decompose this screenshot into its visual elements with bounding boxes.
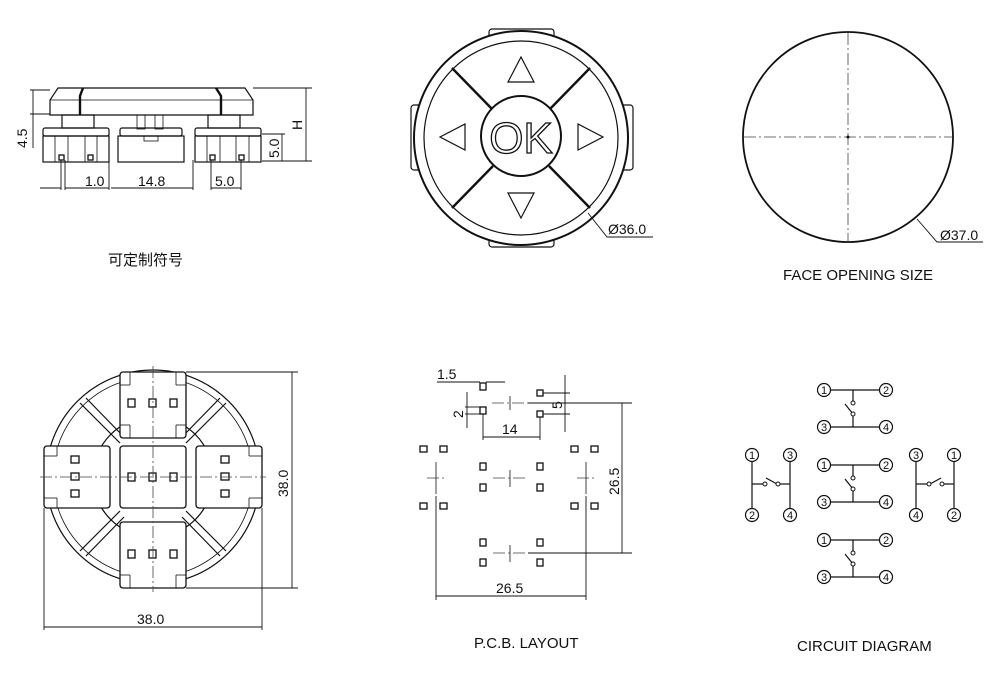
dim-bottom-width: 38.0: [137, 611, 164, 627]
dim-pad-width: 1.5: [437, 366, 457, 382]
svg-text:3: 3: [913, 450, 919, 462]
switch-body-right: [194, 127, 262, 163]
svg-text:3: 3: [787, 450, 793, 462]
arrow-down-icon: [507, 192, 535, 220]
circuit-switch-left: 1 3 2 4: [744, 447, 798, 523]
arrow-up-icon: [507, 55, 535, 83]
front-view: OK Ø36.0: [410, 28, 653, 248]
switch-body-left: [42, 127, 110, 163]
face-opening: Ø37.0 FACE OPENING SIZE: [742, 31, 983, 284]
circuit-diagram: 1 2 3 4 1 2 3 4 1: [744, 382, 962, 655]
svg-text:2: 2: [883, 460, 889, 472]
dim-pad-height: 2: [450, 410, 466, 418]
svg-text:4: 4: [883, 497, 889, 509]
dim-span-h: 26.5: [496, 580, 523, 596]
dim-cap-height: 4.5: [14, 128, 30, 148]
svg-text:1: 1: [821, 535, 827, 547]
dim-pin-pitch-h: 14: [502, 421, 518, 437]
svg-text:2: 2: [883, 535, 889, 547]
dim-offset: 1.0: [85, 173, 105, 189]
side-view-caption: 可定制符号: [108, 252, 183, 269]
pcb-layout-caption: P.C.B. LAYOUT: [474, 635, 578, 652]
circuit-switch-right: 3 1 4 2: [908, 447, 962, 523]
circuit-diagram-caption: CIRCUIT DIAGRAM: [797, 638, 932, 655]
svg-text:2: 2: [951, 510, 957, 522]
circuit-switch-bottom: 1 2 3 4: [816, 532, 894, 585]
dim-pin-pitch: 5.0: [215, 173, 235, 189]
svg-text:4: 4: [787, 510, 793, 522]
svg-text:1: 1: [749, 450, 755, 462]
switch-body-center: [117, 127, 185, 163]
face-diameter: Ø37.0: [940, 227, 978, 243]
side-view: 4.5 H 5.0 1.0 14.8 5.0 可定制符号: [14, 87, 312, 269]
svg-text:2: 2: [749, 510, 755, 522]
face-opening-caption: FACE OPENING SIZE: [783, 267, 933, 284]
svg-text:2: 2: [883, 385, 889, 397]
svg-text:4: 4: [913, 510, 919, 522]
arrow-right-icon: [577, 123, 605, 151]
circuit-switch-top: 1 2 3 4: [816, 382, 894, 435]
svg-text:1: 1: [821, 385, 827, 397]
ok-label: OK: [489, 114, 553, 163]
svg-text:1: 1: [951, 450, 957, 462]
dim-span-v: 26.5: [606, 468, 622, 495]
svg-text:1: 1: [821, 460, 827, 472]
front-diameter: Ø36.0: [608, 221, 646, 237]
svg-text:4: 4: [883, 422, 889, 434]
dim-pin-pitch-v: 5: [549, 401, 565, 409]
dim-spacing: 14.8: [138, 173, 165, 189]
svg-text:4: 4: [883, 572, 889, 584]
bottom-view: 38.0 38.0: [40, 366, 298, 630]
dim-total-height: H: [289, 120, 305, 130]
svg-text:3: 3: [821, 422, 827, 434]
dim-switch-height: 5.0: [266, 138, 282, 158]
svg-text:3: 3: [821, 497, 827, 509]
arrow-left-icon: [438, 123, 466, 151]
circuit-switch-center: 1 2 3 4: [816, 457, 894, 510]
dim-bottom-height: 38.0: [275, 470, 291, 497]
svg-text:3: 3: [821, 572, 827, 584]
pcb-layout: 1.5 2 5 14: [419, 366, 632, 652]
